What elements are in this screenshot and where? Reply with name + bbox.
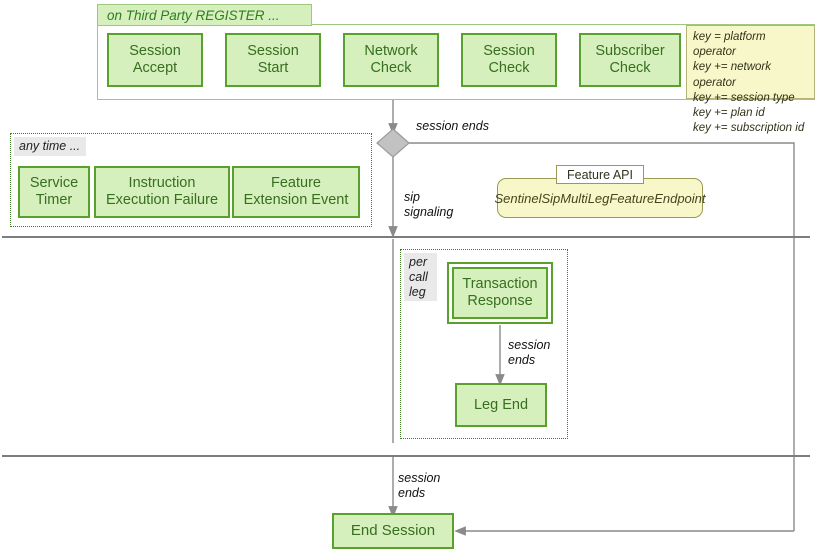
edge-label-sip-signaling: sip signaling: [404, 190, 454, 219]
node-transaction-response-inner: Transaction Response: [452, 267, 548, 319]
top-lane-title-tab: on Third Party REGISTER ...: [97, 4, 312, 26]
node-transaction-response[interactable]: Transaction Response: [447, 262, 553, 324]
edge-label-session-ends-bottom: session ends: [398, 471, 441, 500]
edge-label-per-leg-session-ends: session ends: [508, 338, 551, 367]
step-network-check[interactable]: Network Check: [343, 33, 439, 87]
step-subscriber-check[interactable]: Subscriber Check: [579, 33, 681, 87]
feature-api-tab: Feature API: [556, 165, 644, 184]
node-feature-extension-event[interactable]: Feature Extension Event: [232, 166, 360, 218]
node-instruction-execution-failure[interactable]: Instruction Execution Failure: [94, 166, 230, 218]
per-call-leg-group: [400, 249, 568, 439]
lane-separator-2: [2, 455, 810, 457]
node-leg-end[interactable]: Leg End: [455, 383, 547, 427]
step-session-accept[interactable]: Session Accept: [107, 33, 203, 87]
node-end-session[interactable]: End Session: [332, 513, 454, 549]
per-call-leg-group-label: per call leg: [404, 253, 437, 301]
decision-diamond: [376, 128, 410, 158]
lane-separator-1: [2, 236, 810, 238]
feature-api-endpoint[interactable]: SentinelSipMultiLegFeatureEndpoint: [494, 178, 706, 218]
edge-label-session-ends-top: session ends: [416, 119, 489, 133]
step-session-check[interactable]: Session Check: [461, 33, 557, 87]
any-time-group: [10, 133, 372, 227]
step-session-start[interactable]: Session Start: [225, 33, 321, 87]
key-note: key = platform operator key += network o…: [686, 25, 815, 134]
any-time-group-label: any time ...: [14, 137, 86, 156]
node-service-timer[interactable]: Service Timer: [18, 166, 90, 218]
